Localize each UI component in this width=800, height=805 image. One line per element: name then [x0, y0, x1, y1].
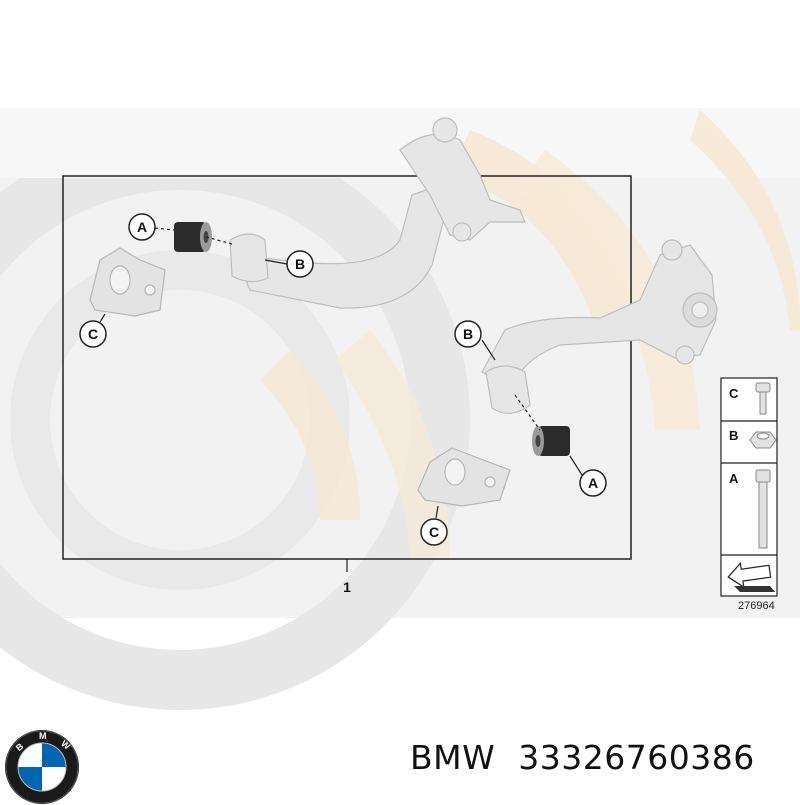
callout-b-right: B	[454, 320, 482, 348]
part-number: 33326760386	[518, 738, 755, 777]
callout-c-right-label: C	[429, 524, 439, 540]
direction-arrow-icon	[727, 561, 775, 592]
logo-letters: B	[14, 741, 26, 753]
brand-logo: B M W	[5, 730, 79, 804]
hardware-legend: C B A	[720, 377, 778, 597]
control-arm-right	[481, 239, 718, 414]
callout-a-left: A	[128, 213, 156, 241]
mount-bracket-left	[89, 247, 166, 317]
long-bolt-icon	[755, 469, 771, 549]
control-arm-left	[229, 117, 526, 309]
mount-bracket-right	[417, 447, 511, 507]
part-caption: BMW 33326760386	[410, 738, 795, 788]
callout-a-right-label: A	[588, 475, 598, 491]
assembly-number: 1	[343, 579, 351, 595]
watermark-background	[0, 108, 800, 710]
drawing-number: 276964	[738, 600, 775, 612]
callout-b-left-label: B	[295, 256, 305, 272]
callout-a-right: A	[579, 469, 607, 497]
callout-b-right-label: B	[463, 326, 473, 342]
legend-letter-a: A	[729, 471, 739, 486]
callout-c-left-label: C	[88, 326, 98, 342]
leader-lines	[99, 227, 583, 572]
callout-c-left: C	[79, 320, 107, 348]
bolt-icon	[755, 382, 771, 415]
legend-letter-b: B	[729, 428, 738, 443]
callout-b-left: B	[286, 250, 314, 278]
callout-a-left-label: A	[137, 219, 147, 235]
bushing-right	[532, 426, 570, 456]
nut-icon	[749, 431, 777, 449]
svg-text:M: M	[39, 731, 47, 741]
brand-name: BMW	[410, 738, 496, 777]
legend-letter-c: C	[729, 386, 739, 401]
callout-c-right: C	[420, 518, 448, 546]
